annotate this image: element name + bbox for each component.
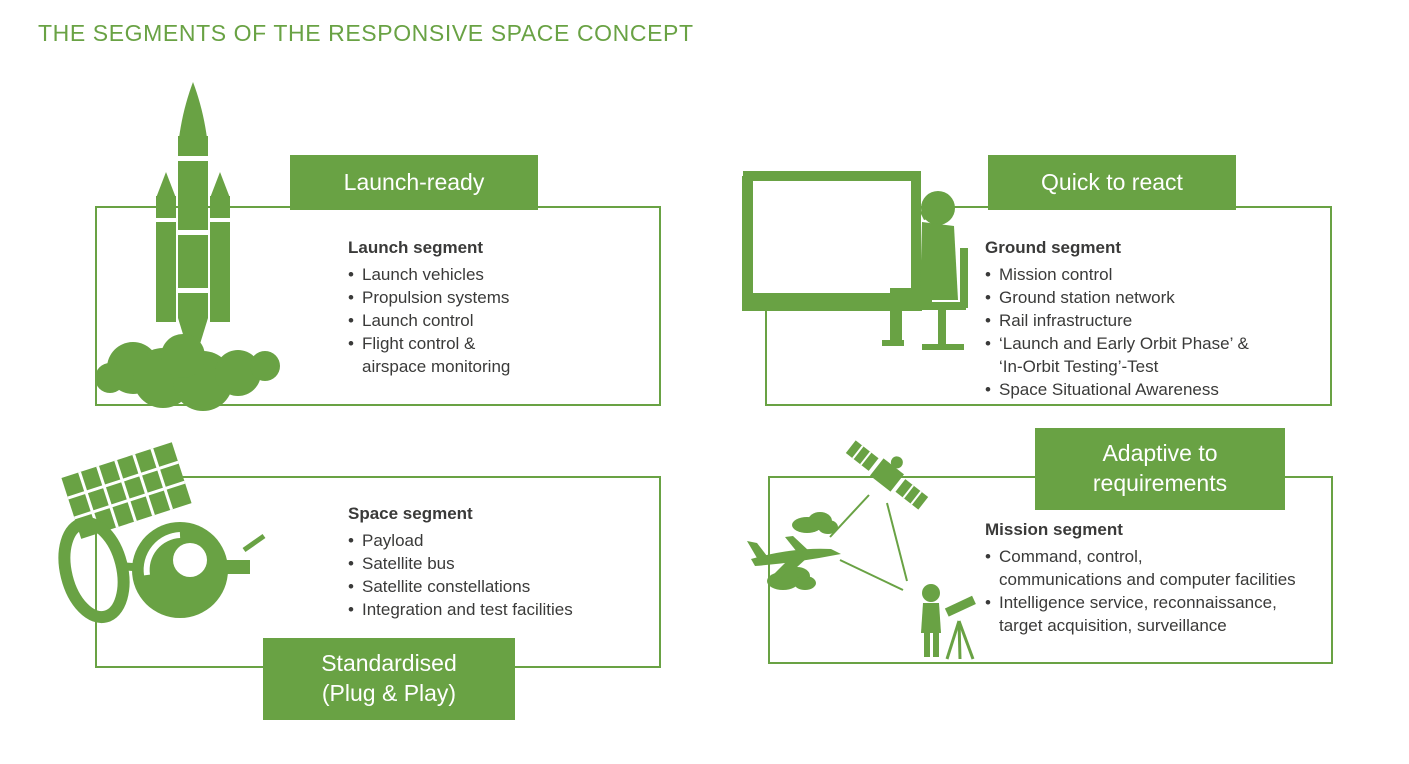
adaptive-badge: Adaptive to requirements [1035, 428, 1285, 510]
list-item: Ground station network [985, 286, 1330, 309]
list-item: Launch vehicles [348, 263, 648, 286]
mission-control-operator-icon [742, 170, 992, 370]
list-item: Launch control [348, 309, 648, 332]
launch-segment-content: Launch segment Launch vehiclesPropulsion… [348, 236, 648, 378]
ground-segment-heading: Ground segment [985, 238, 1122, 257]
mission-scene-icon [735, 435, 990, 670]
mission-segment-list: Command, control, communications and com… [985, 545, 1330, 637]
list-item: Satellite constellations [348, 575, 648, 598]
launch-segment-heading: Launch segment [348, 238, 484, 257]
page-title: THE SEGMENTS OF THE RESPONSIVE SPACE CON… [38, 20, 694, 46]
quick-to-react-badge: Quick to react [988, 155, 1236, 210]
mission-segment-content: Mission segment Command, control, commun… [985, 518, 1330, 637]
list-item: Mission control [985, 263, 1330, 286]
list-item: Flight control & airspace monitoring [348, 332, 648, 378]
space-segment-content: Space segment PayloadSatellite busSatell… [348, 502, 648, 621]
ground-segment-list: Mission controlGround station networkRai… [985, 263, 1330, 401]
standardised-badge: Standardised (Plug & Play) [263, 638, 515, 720]
list-item: Propulsion systems [348, 286, 648, 309]
satellite-icon [48, 440, 278, 650]
list-item: Command, control, communications and com… [985, 545, 1330, 591]
space-segment-list: PayloadSatellite busSatellite constellat… [348, 529, 648, 621]
list-item: Integration and test facilities [348, 598, 648, 621]
list-item: Space Situational Awareness [985, 378, 1330, 401]
list-item: Payload [348, 529, 648, 552]
list-item: Intelligence service, reconnaissance, ta… [985, 591, 1330, 637]
launch-segment-list: Launch vehiclesPropulsion systemsLaunch … [348, 263, 648, 378]
list-item: ‘Launch and Early Orbit Phase’ & ‘In-Orb… [985, 332, 1330, 378]
list-item: Satellite bus [348, 552, 648, 575]
mission-segment-heading: Mission segment [985, 520, 1123, 539]
ground-segment-content: Ground segment Mission controlGround sta… [985, 236, 1330, 401]
rocket-icon [88, 82, 298, 412]
list-item: Rail infrastructure [985, 309, 1330, 332]
launch-ready-badge: Launch-ready [290, 155, 538, 210]
space-segment-heading: Space segment [348, 504, 473, 523]
